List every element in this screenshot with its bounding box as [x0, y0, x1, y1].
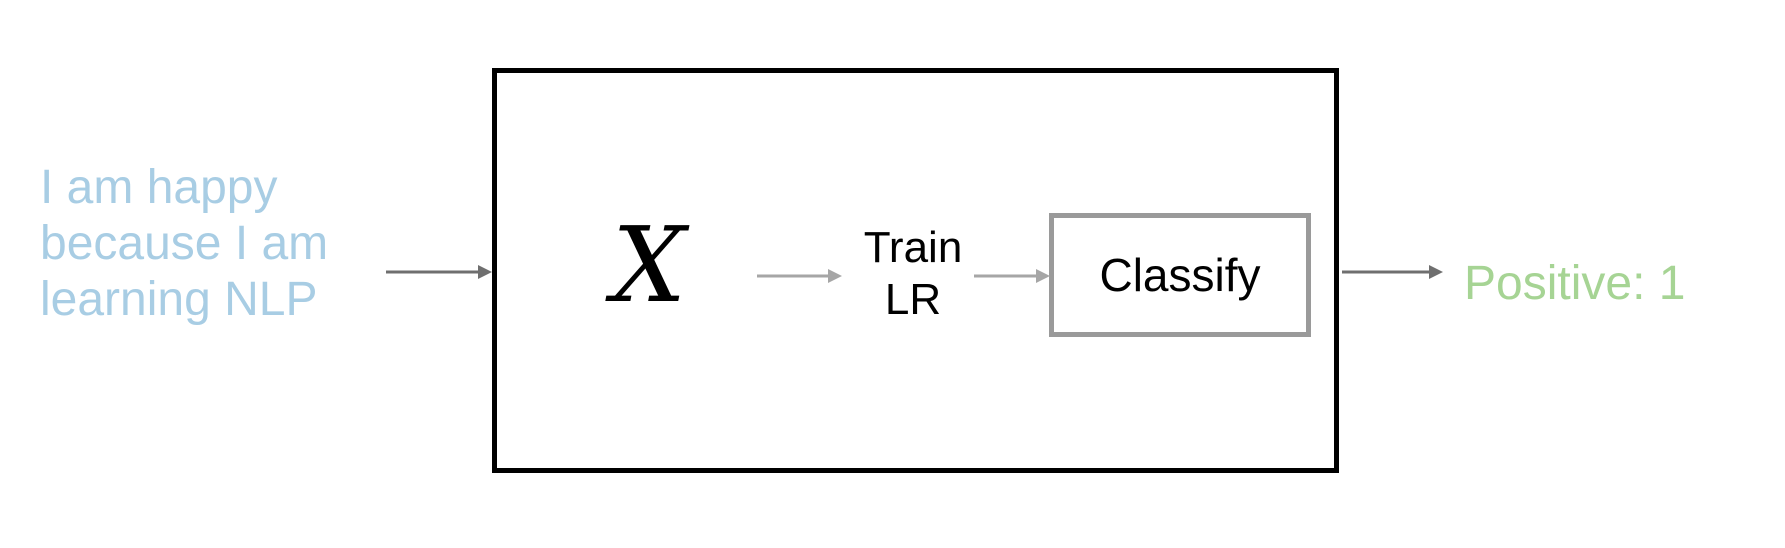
train-to-classify-arrow — [974, 269, 1050, 283]
output-prediction: Positive: 1 — [1464, 257, 1686, 310]
input-sentence-line-1: I am happy — [40, 161, 278, 214]
feature-matrix-symbol: X — [612, 204, 687, 326]
input-sentence-line-2: because I am — [40, 217, 329, 270]
input-arrow — [386, 265, 492, 279]
input-sentence: I am happy because I am learning NLP — [40, 160, 370, 328]
train-label-line-2: LR — [884, 275, 942, 324]
output-arrow — [1342, 265, 1443, 279]
train-lr-label: Train LR — [838, 222, 988, 326]
x-to-train-arrow — [757, 269, 842, 283]
model-box — [492, 68, 1339, 473]
classify-box: Classify — [1049, 213, 1311, 337]
train-label-line-1: Train — [863, 223, 963, 272]
classify-label: Classify — [1099, 249, 1261, 301]
input-sentence-line-3: learning NLP — [40, 273, 318, 326]
